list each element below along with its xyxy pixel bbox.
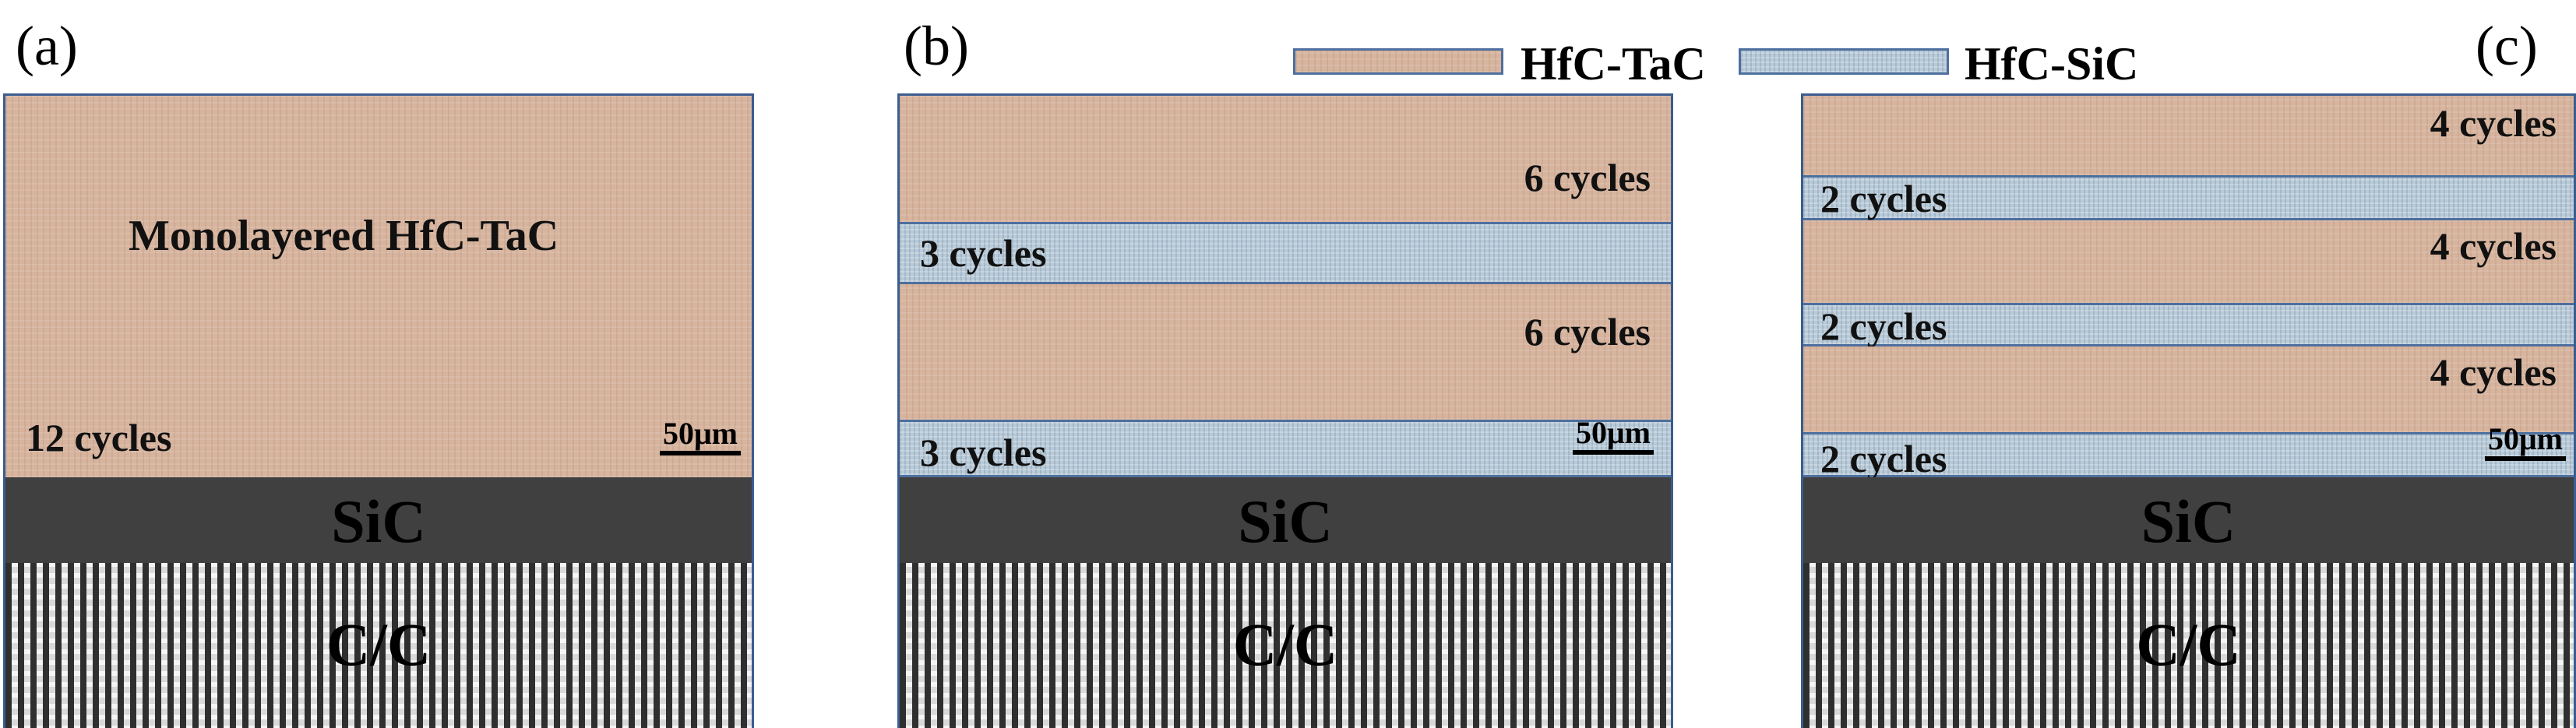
hftac-layer: 4 cycles — [1803, 346, 2574, 432]
legend: HfC-TaC HfC-SiC — [1293, 37, 2165, 90]
cc-layer: C/C — [5, 563, 752, 728]
hftac-layer: Monolayered HfC-TaC 12 cycles 50μm — [5, 96, 752, 477]
sic-layer: SiC — [5, 477, 752, 563]
scale-bar-line — [1573, 450, 1654, 455]
layer-cycles-label: 6 cycles — [1524, 156, 1651, 199]
sic-layer: SiC — [900, 477, 1671, 563]
hftac-layer: 6 cycles — [900, 284, 1671, 420]
hfsic-layer: 2 cycles 50μm — [1803, 421, 2574, 480]
panel-label-b: (b) — [904, 15, 969, 77]
layer-cycles-label: 4 cycles — [2430, 101, 2557, 145]
layer-cycles-label: 4 cycles — [2430, 350, 2557, 394]
sic-label: SiC — [1238, 487, 1333, 555]
scale-bar-line — [660, 451, 741, 455]
legend-swatch-hfsic — [1739, 48, 1949, 75]
panel-label-c: (c) — [2476, 15, 2538, 77]
legend-swatch-hftac — [1293, 48, 1503, 75]
sic-label: SiC — [331, 487, 426, 555]
layer-cycles-label: 6 cycles — [1524, 310, 1651, 353]
scale-bar-label: 50μm — [663, 416, 738, 451]
cc-label: C/C — [1232, 610, 1338, 678]
scale-bar-label: 50μm — [1576, 415, 1651, 450]
panel-label-a: (a) — [16, 15, 78, 77]
sic-layer: SiC — [1803, 477, 2574, 563]
cc-label: C/C — [326, 610, 432, 678]
cc-label: C/C — [2136, 610, 2241, 678]
layer-cycles-label: 3 cycles — [920, 431, 1047, 474]
cc-layer: C/C — [1803, 563, 2574, 728]
scale-bar-label: 50μm — [2488, 421, 2563, 456]
hfsic-layer: 3 cycles 50μm — [900, 415, 1671, 477]
hftac-layer: 4 cycles — [1803, 96, 2574, 175]
panel-a: Monolayered HfC-TaC 12 cycles 50μm SiC C… — [3, 93, 754, 728]
layer-cycles-label: 2 cycles — [1820, 177, 1947, 220]
layer-cycles-label: 2 cycles — [1820, 304, 1947, 348]
scale-bar: 50μm — [2482, 420, 2569, 461]
legend-label-hftac: HfC-TaC — [1521, 38, 1706, 90]
sic-label: SiC — [2141, 487, 2236, 555]
hfsic-layer: 2 cycles — [1803, 175, 2574, 220]
hftac-layer: 4 cycles — [1803, 220, 2574, 303]
panel-b: 6 cycles 3 cycles 6 cycles 3 cycles 50μm… — [897, 93, 1673, 728]
panel-c: 4 cycles 2 cycles 4 cycles 2 cycles 4 cy… — [1801, 93, 2576, 728]
cc-layer: C/C — [900, 563, 1671, 728]
layer-cycles-label: 12 cycles — [26, 416, 172, 459]
legend-label-hfsic: HfC-SiC — [1965, 38, 2139, 90]
layer-cycles-label: 3 cycles — [920, 231, 1047, 275]
hfsic-layer: 3 cycles — [900, 222, 1671, 284]
scale-bar: 50μm — [1570, 414, 1657, 455]
hfsic-layer: 2 cycles — [1803, 303, 2574, 348]
hftac-layer: 6 cycles — [900, 96, 1671, 222]
scale-bar: 50μm — [657, 415, 744, 455]
layer-cycles-label: 4 cycles — [2430, 224, 2557, 268]
panel-title: Monolayered HfC-TaC — [129, 212, 559, 260]
layer-cycles-label: 2 cycles — [1820, 437, 1947, 480]
scale-bar-line — [2485, 456, 2566, 461]
